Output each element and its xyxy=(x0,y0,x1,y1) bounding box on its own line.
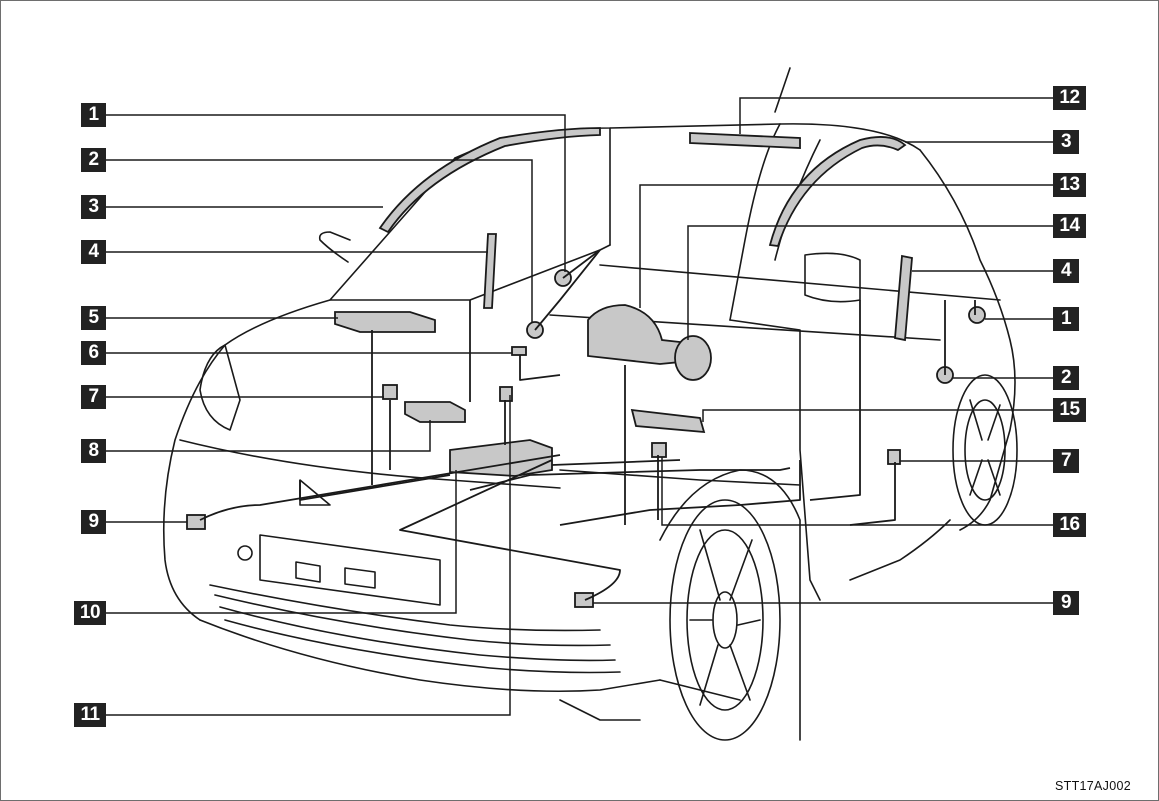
seatbelt-pretensioner xyxy=(674,335,712,381)
indicator xyxy=(511,346,527,356)
callout-4-left: 4 xyxy=(81,240,106,264)
callout-8-left: 8 xyxy=(81,439,106,463)
front-wheel xyxy=(669,499,781,741)
side-impact-sensor-right xyxy=(887,449,901,465)
callout-2-right: 2 xyxy=(1053,366,1079,390)
license-plate xyxy=(259,534,441,606)
callout-16-right: 16 xyxy=(1053,513,1086,537)
curtain-shield-airbag-left xyxy=(378,127,601,234)
airbag-sensor-assembly xyxy=(449,439,553,477)
wiring-harness xyxy=(199,249,976,601)
callout-9-right: 9 xyxy=(1053,591,1079,615)
srs-components xyxy=(186,127,986,608)
rear-window xyxy=(804,252,861,303)
car-outline xyxy=(162,67,1018,741)
callout-7-right: 7 xyxy=(1053,449,1079,473)
leader-lines xyxy=(106,97,1053,716)
front-impact-sensor-left xyxy=(186,514,206,530)
rear-seat-airbag xyxy=(630,408,706,434)
antenna xyxy=(774,67,791,113)
callout-10-left: 10 xyxy=(74,601,106,625)
headlight xyxy=(199,344,241,431)
callout-14-right: 14 xyxy=(1053,214,1086,238)
side-impact-sensor-left xyxy=(382,384,398,400)
callout-1-right: 1 xyxy=(1053,307,1079,331)
callout-5-left: 5 xyxy=(81,306,106,330)
driver-seat xyxy=(587,304,681,365)
side-airbag-right xyxy=(894,254,913,342)
callout-9-left: 9 xyxy=(81,510,106,534)
front-left-contour xyxy=(162,299,331,621)
passenger-airbag xyxy=(334,311,436,333)
callout-3-right: 3 xyxy=(1053,130,1079,154)
callout-6-left: 6 xyxy=(81,341,106,365)
side-airbag-left xyxy=(483,233,497,309)
callout-1-left: 1 xyxy=(81,103,106,127)
callout-3-left: 3 xyxy=(81,195,106,219)
callout-12-right: 12 xyxy=(1053,86,1086,110)
callout-11-left: 11 xyxy=(74,703,106,727)
front-sensor-right xyxy=(651,442,667,458)
callout-2-left: 2 xyxy=(81,148,106,172)
callout-7-left: 7 xyxy=(81,385,106,409)
figure-code: STT17AJ002 xyxy=(1055,779,1131,793)
callout-13-right: 13 xyxy=(1053,173,1086,197)
front-bumper-bottom xyxy=(199,619,661,693)
knee-airbag xyxy=(404,401,466,423)
roof-module xyxy=(689,132,801,149)
callout-4-right: 4 xyxy=(1053,259,1079,283)
front-impact-sensor-right xyxy=(574,592,594,608)
rear-contour xyxy=(919,149,1016,531)
door-edge xyxy=(729,319,821,601)
side-mirror xyxy=(318,231,351,263)
pretensioner-right-upper xyxy=(968,306,986,324)
callout-15-right: 15 xyxy=(1053,398,1086,422)
curtain-shield-airbag-right xyxy=(768,136,907,247)
side-sensor-center xyxy=(499,386,513,402)
rear-wheel xyxy=(952,374,1018,526)
